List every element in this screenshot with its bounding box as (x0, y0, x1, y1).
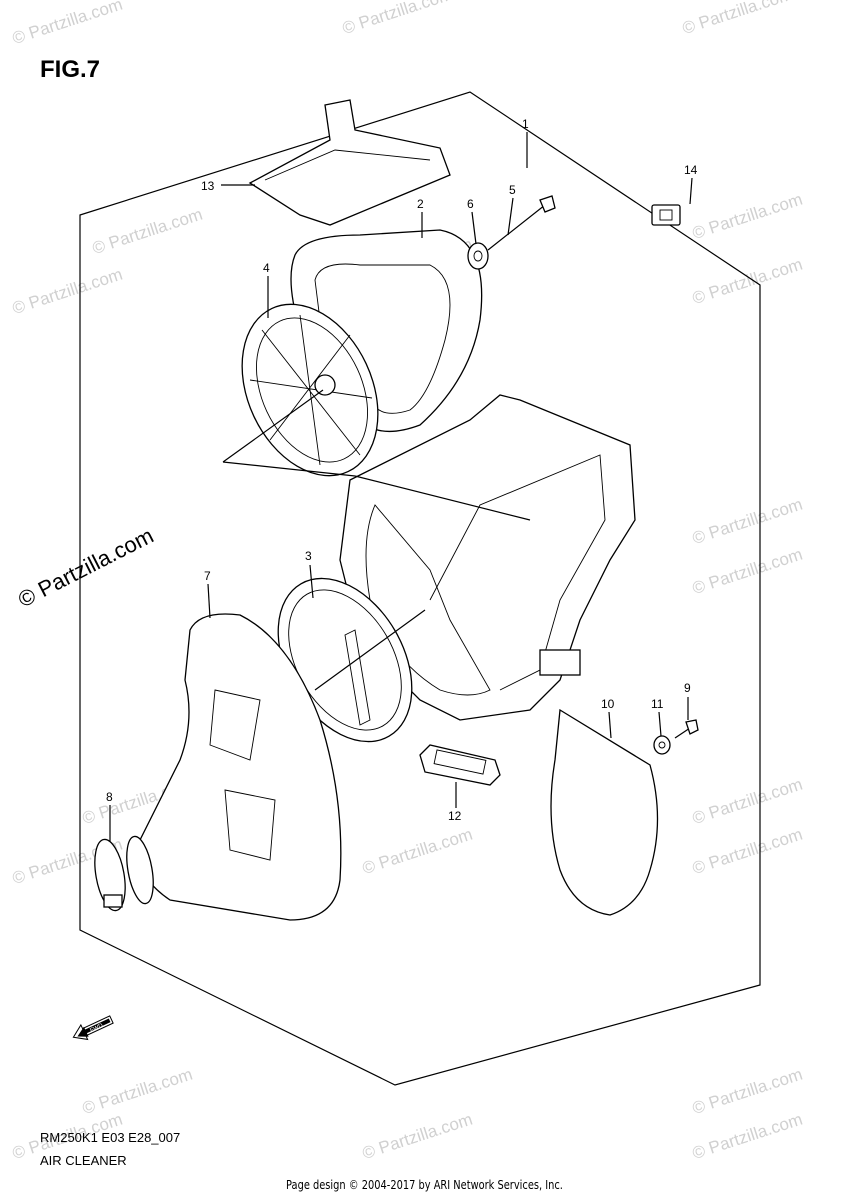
callout-12[interactable]: 12 (448, 809, 462, 823)
callout-14[interactable]: 14 (684, 163, 698, 177)
callout-5[interactable]: 5 (509, 183, 516, 197)
callout-2[interactable]: 2 (417, 197, 424, 211)
part-11-washer[interactable] (653, 735, 671, 755)
leader-lines (109, 132, 693, 842)
section-name: AIR CLEANER (40, 1153, 127, 1168)
fwd-label: FWD (89, 1023, 105, 1034)
callout-9[interactable]: 9 (684, 681, 691, 695)
part-9-screw[interactable] (674, 719, 699, 739)
callout-11[interactable]: 11 (651, 697, 664, 711)
callout-1[interactable]: 1 (522, 117, 529, 131)
part-4-filter-cage[interactable] (216, 282, 404, 498)
figure-title: FIG.7 (40, 56, 101, 83)
part-8-clamp[interactable] (90, 834, 158, 912)
model-code: RM250K1 E03 E28_007 (40, 1130, 181, 1145)
callout-7[interactable]: 7 (204, 569, 211, 583)
callout-8[interactable]: 8 (106, 790, 113, 804)
part-7-intake-boot[interactable] (134, 613, 342, 921)
assembly-frame (79, 91, 761, 1086)
callout-13[interactable]: 13 (201, 179, 215, 193)
part-14-clip[interactable] (651, 204, 681, 226)
part-13-cover[interactable] (248, 99, 451, 226)
part-12-strap[interactable] (419, 744, 501, 786)
callout-4[interactable]: 4 (263, 261, 270, 275)
callout-3[interactable]: 3 (305, 549, 312, 563)
copyright-footer: Page design © 2004-2017 by ARI Network S… (286, 1178, 563, 1192)
callout-10[interactable]: 10 (601, 697, 615, 711)
part-5-bolt[interactable] (487, 195, 556, 251)
part-10-guard[interactable] (550, 708, 659, 916)
part-6-washer[interactable] (467, 242, 489, 270)
fwd-arrow-icon: FWD (72, 1015, 114, 1041)
callout-6[interactable]: 6 (467, 197, 474, 211)
